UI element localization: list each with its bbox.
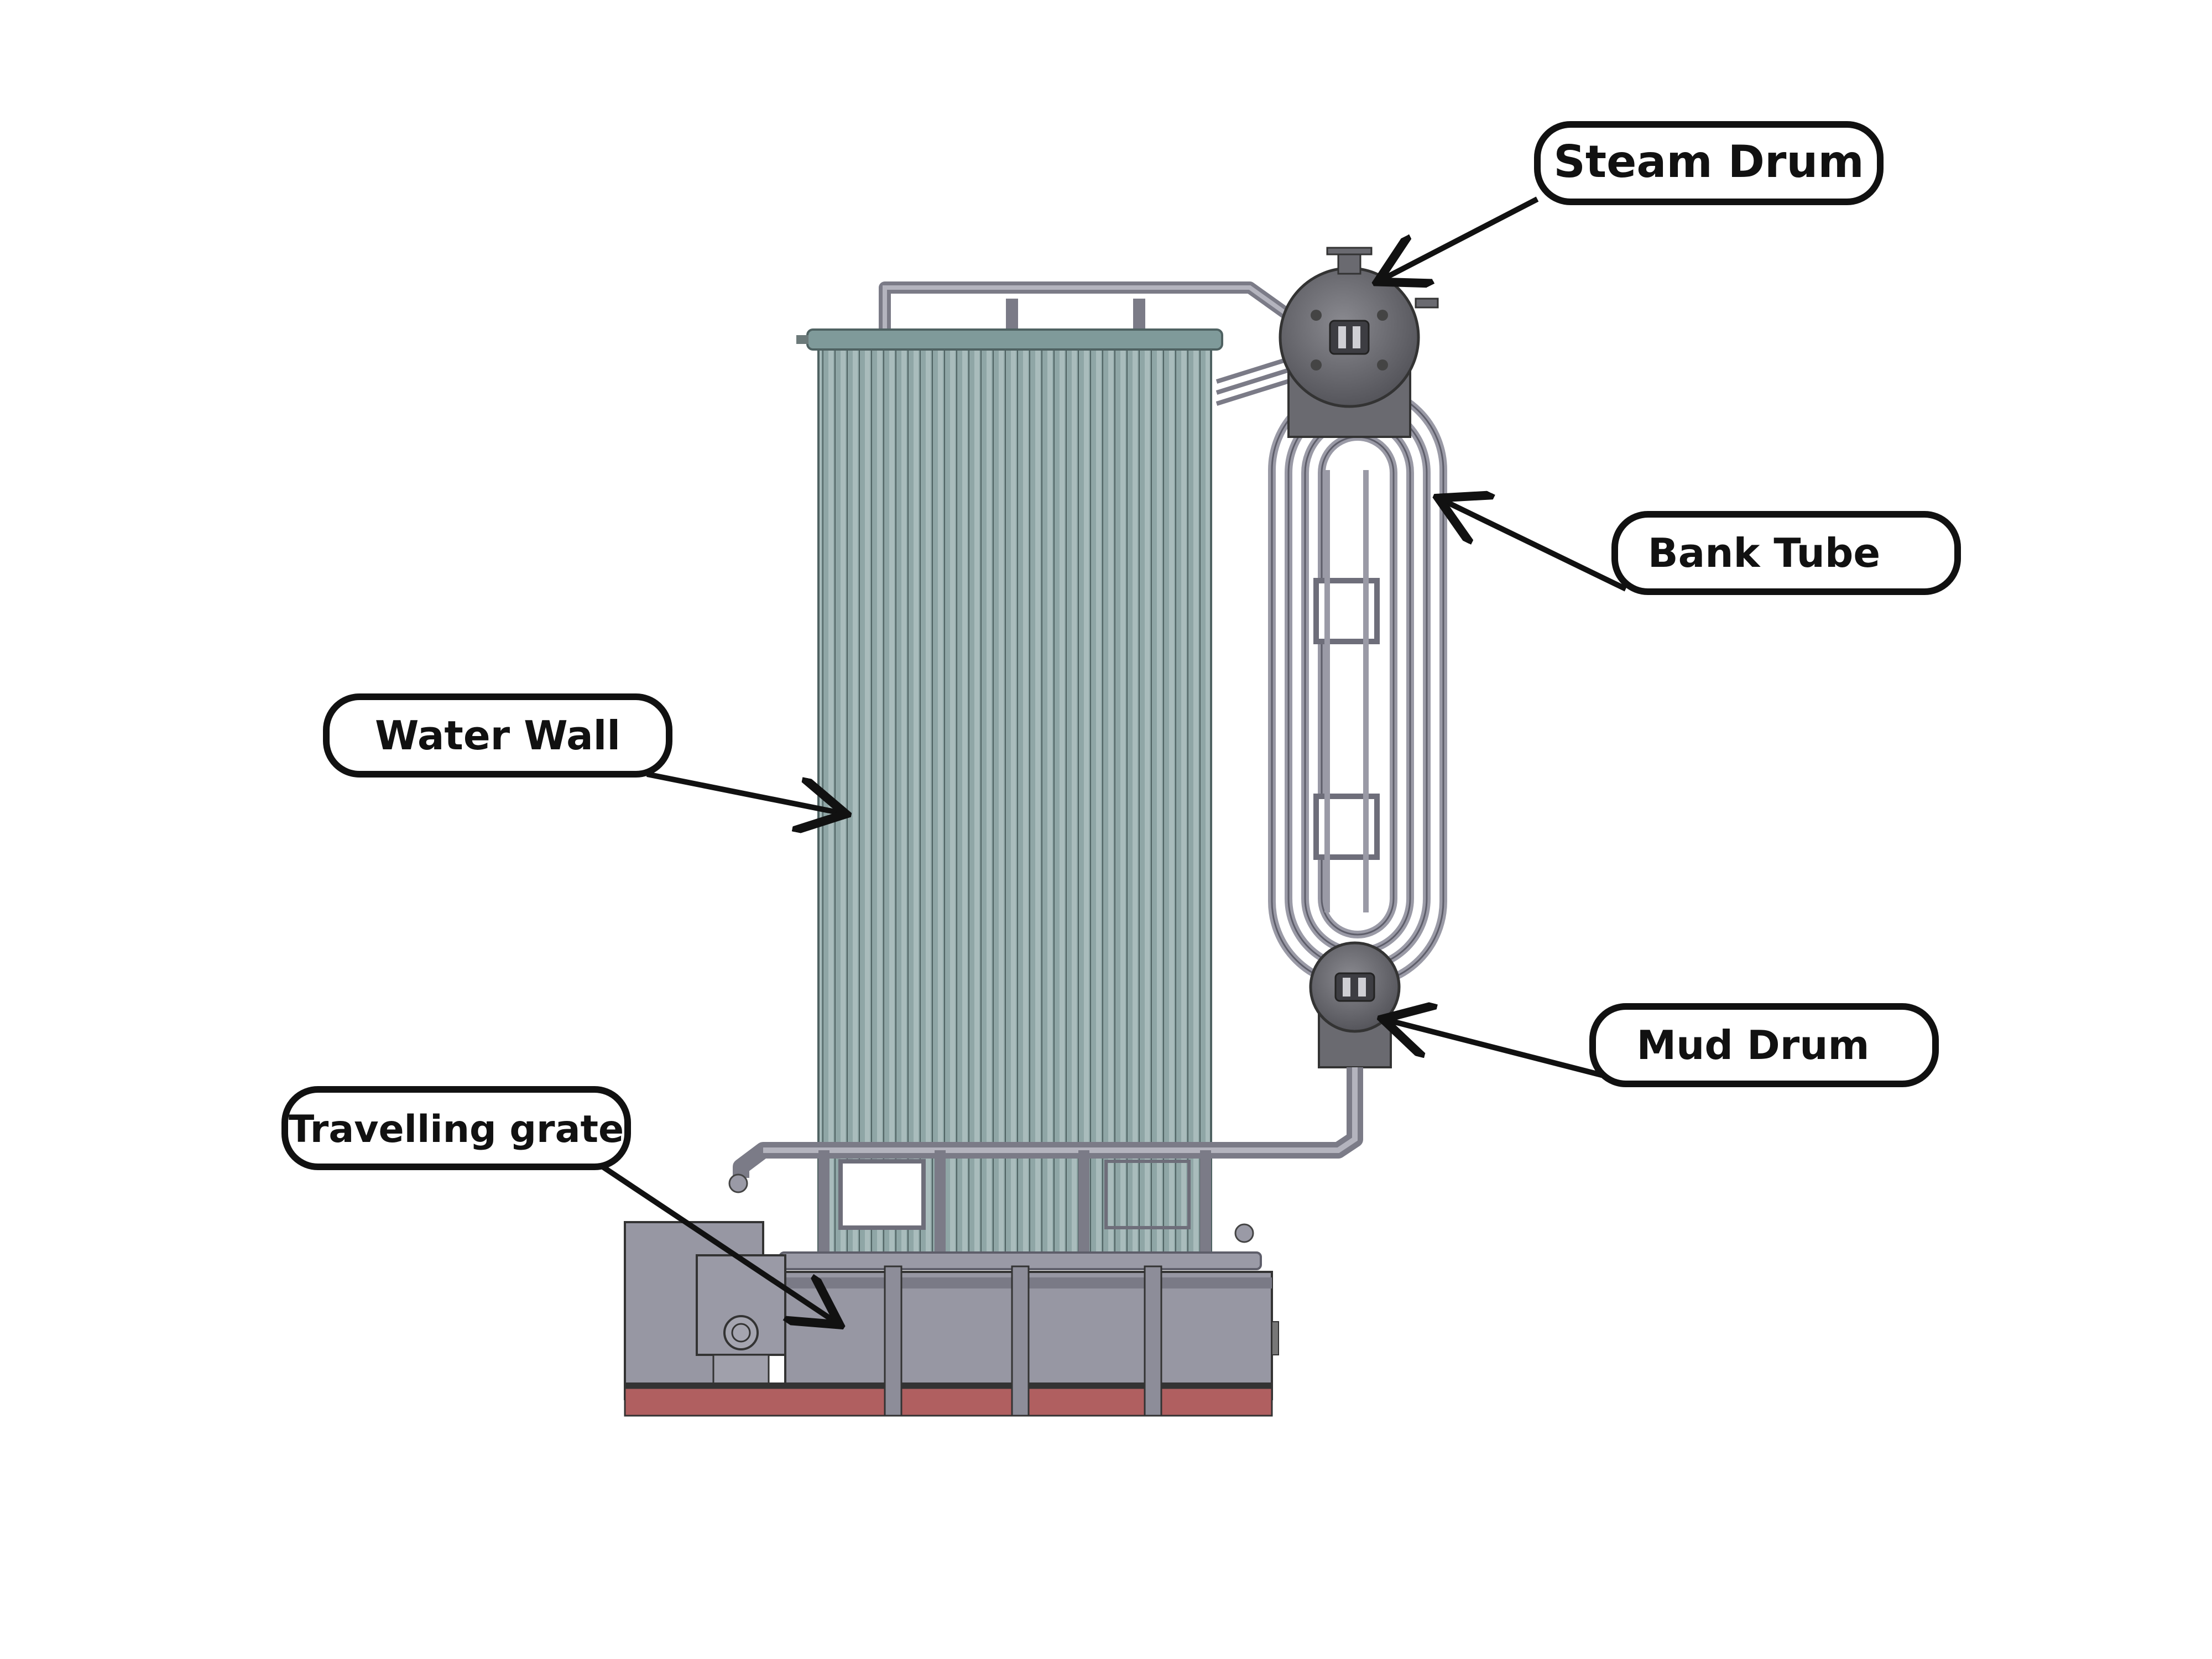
grate-base-strip [624, 1387, 1273, 1417]
top-header-pipes [879, 281, 1292, 332]
boiler-assembly [624, 247, 1447, 1417]
callout-bank-tube: Bank Tube [1443, 500, 1961, 595]
water-wall-label: Water Wall [375, 712, 620, 759]
callout-travelling-grate: Travelling grate [281, 1086, 835, 1322]
callout-water-wall: Water Wall [323, 693, 841, 813]
steam-drum [1279, 247, 1439, 438]
bank-tubes [1268, 383, 1447, 988]
water-wall-top-header [806, 328, 1223, 351]
travelling-grate-label: Travelling grate [289, 1108, 624, 1151]
mud-drum [1309, 941, 1401, 1068]
steam-drum-label: Steam Drum [1553, 136, 1864, 187]
callout-mud-drum: Mud Drum [1388, 1006, 1939, 1087]
bank-tube-label: Bank Tube [1648, 530, 1881, 576]
travelling-grate [624, 1221, 1279, 1417]
mud-drum-label: Mud Drum [1636, 1022, 1869, 1068]
callout-steam-drum: Steam Drum [1383, 121, 1884, 279]
water-wall-panel [817, 348, 1212, 1258]
